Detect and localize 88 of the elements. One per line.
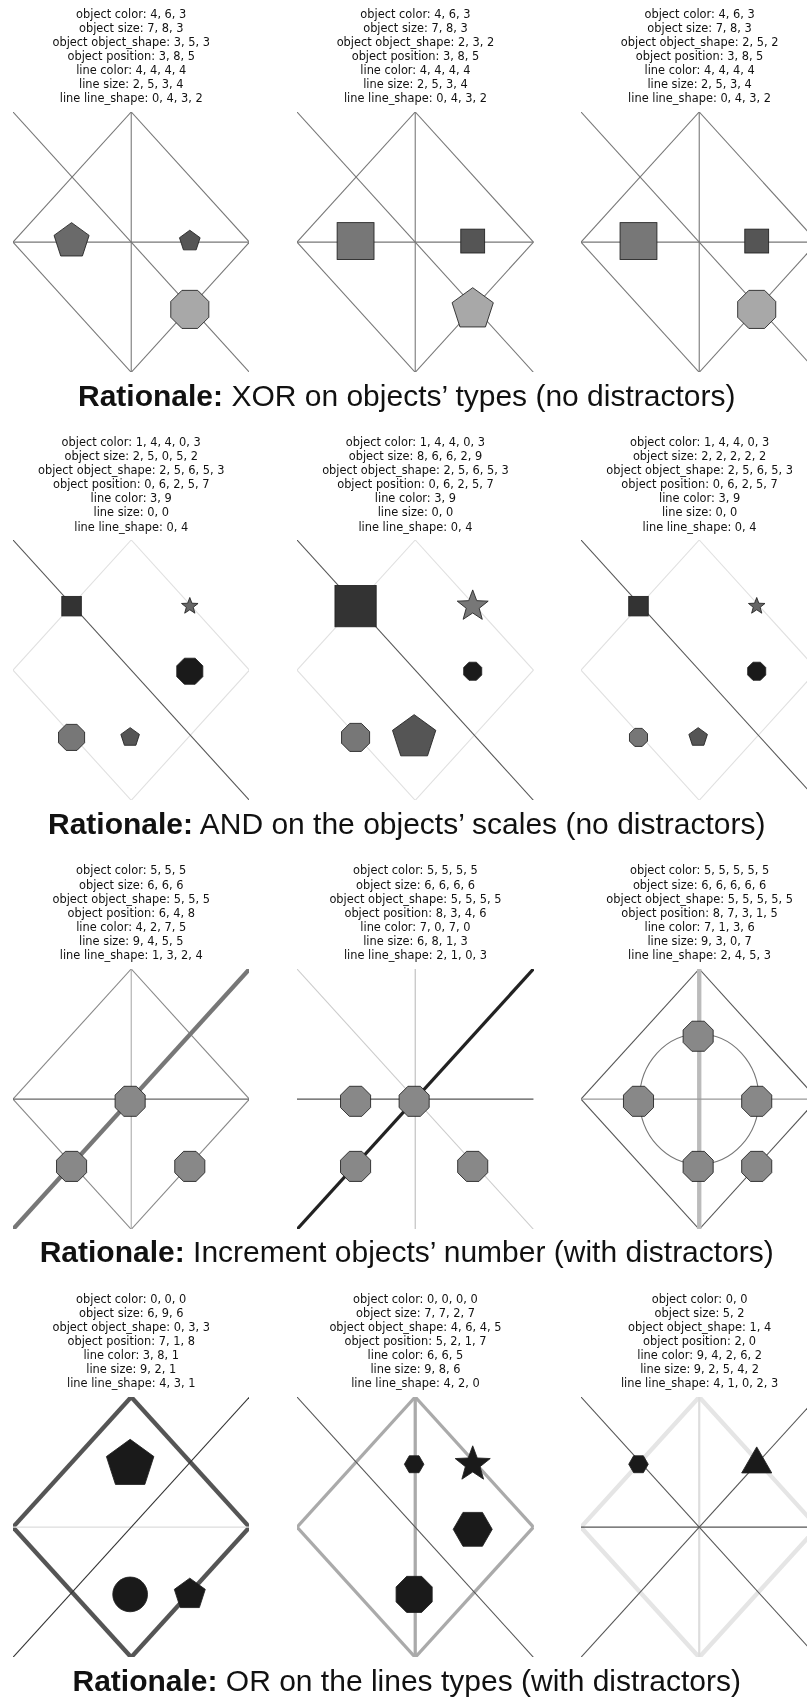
parameter-line: object object_shape: 2, 3, 2: [336, 34, 495, 49]
parameter-line: line line_shape: 1, 3, 2, 4: [59, 948, 203, 962]
parameter-line: object object_shape: 5, 5, 5, 5: [329, 891, 502, 906]
parameter-line: line size: 0, 0: [661, 505, 738, 520]
parameter-line: object color: 0, 0: [651, 1291, 748, 1306]
parameter-line: object color: 5, 5, 5, 5, 5: [630, 863, 770, 878]
parameter-line: object color: 5, 5, 5, 5: [353, 863, 478, 878]
parameter-line: object color: 5, 5, 5: [76, 863, 187, 878]
parameter-line: line line_shape: 0, 4: [642, 519, 757, 534]
parameter-line: object size: 7, 7, 2, 7: [355, 1305, 475, 1320]
parameter-line: line size: 0, 0: [93, 505, 169, 520]
parameter-line: object size: 8, 6, 6, 2, 9: [348, 449, 483, 464]
parameter-line: object position: 3, 8, 5: [67, 48, 195, 63]
parameter-line: line size: 0, 0: [377, 505, 454, 520]
parameter-line: line color: 7, 1, 3, 6: [644, 919, 755, 934]
parameter-line: object color: 0, 0, 0, 0: [353, 1291, 478, 1306]
parameter-line: line size: 9, 2, 5, 4, 2: [640, 1362, 760, 1377]
parameter-line: object object_shape: 2, 5, 2: [620, 34, 779, 49]
parameter-line: line size: 2, 5, 3, 4: [79, 77, 184, 91]
parameter-line: object object_shape: 0, 3, 3: [52, 1320, 210, 1335]
parameter-line: line size: 6, 8, 1, 3: [363, 933, 468, 948]
parameter-line: object position: 2, 0: [643, 1334, 757, 1349]
parameter-line: line color: 3, 9: [659, 491, 741, 506]
parameter-line: line line_shape: 0, 4: [358, 519, 473, 534]
parameter-line: line color: 6, 6, 5: [367, 1348, 464, 1363]
parameter-line: line line_shape: 0, 4, 3, 2: [628, 91, 772, 106]
parameter-line: line size: 9, 4, 5, 5: [79, 933, 184, 948]
parameter-line: object position: 0, 6, 2, 5, 7: [53, 477, 210, 492]
parameter-line: object size: 6, 6, 6: [79, 877, 184, 892]
parameter-line: object position: 3, 8, 5: [351, 48, 480, 63]
parameter-line: line size: 2, 5, 3, 4: [363, 77, 468, 91]
parameter-line: object position: 8, 3, 4, 6: [344, 905, 487, 920]
parameter-line: line color: 4, 4, 4, 4: [76, 62, 187, 77]
parameter-line: object object_shape: 1, 4: [628, 1320, 772, 1335]
parameter-line: object object_shape: 2, 5, 6, 5, 3: [322, 463, 509, 478]
parameter-line: object color: 1, 4, 4, 0, 3: [61, 434, 201, 449]
parameter-line: line color: 3, 8, 1: [83, 1348, 180, 1363]
parameter-line: object size: 5, 2: [654, 1305, 745, 1320]
parameter-line: object position: 7, 1, 8: [67, 1334, 195, 1349]
parameter-line: object position: 6, 4, 8: [67, 905, 195, 920]
parameter-line: object color: 4, 6, 3: [76, 6, 187, 21]
parameter-line: object size: 6, 9, 6: [79, 1305, 184, 1320]
parameter-line: object color: 1, 4, 4, 0, 3: [630, 434, 770, 449]
rationale-caption: Rationale: XOR on objects’ types (no distractors): [78, 378, 736, 413]
parameter-line: object size: 7, 8, 3: [363, 20, 468, 35]
rationale-caption: Rationale: AND on the objects’ scales (no distractors): [48, 807, 766, 841]
parameter-line: line color: 4, 2, 7, 5: [76, 919, 187, 934]
parameter-line: line size: 9, 2, 1: [86, 1362, 177, 1377]
parameter-line: object position: 0, 6, 2, 5, 7: [621, 477, 778, 492]
parameter-line: object position: 5, 2, 1, 7: [344, 1334, 487, 1349]
rationale-caption: Rationale: OR on the lines types (with distractors): [72, 1663, 742, 1698]
parameter-line: object color: 4, 6, 3: [644, 6, 755, 21]
parameter-line: object position: 3, 8, 5: [635, 48, 764, 63]
parameter-line: object size: 7, 8, 3: [79, 20, 184, 35]
parameter-line: line color: 9, 4, 2, 6, 2: [637, 1348, 762, 1363]
rationale-caption: Rationale: Increment objects’ number (with distractors): [39, 1235, 774, 1270]
parameter-line: line color: 4, 4, 4, 4: [360, 62, 471, 77]
parameter-line: object size: 7, 8, 3: [647, 20, 752, 35]
parameter-line: line line_shape: 0, 4, 3, 2: [59, 91, 203, 106]
parameter-line: object color: 1, 4, 4, 0, 3: [345, 434, 486, 449]
parameter-line: line line_shape: 4, 1, 0, 2, 3: [620, 1376, 779, 1391]
parameter-line: line line_shape: 0, 4, 3, 2: [343, 91, 487, 106]
parameter-line: object size: 6, 6, 6, 6, 6: [632, 877, 767, 892]
parameter-line: line size: 9, 3, 0, 7: [647, 933, 752, 948]
parameter-line: object position: 8, 7, 3, 1, 5: [621, 905, 778, 920]
parameter-line: line color: 7, 0, 7, 0: [360, 919, 471, 934]
parameter-line: object color: 0, 0, 0: [76, 1291, 187, 1306]
parameter-line: object size: 6, 6, 6, 6: [355, 877, 475, 892]
parameter-line: line color: 3, 9: [90, 491, 172, 506]
parameter-line: object object_shape: 5, 5, 5, 5, 5: [606, 891, 793, 906]
parameter-line: line line_shape: 2, 4, 5, 3: [628, 948, 772, 962]
parameter-line: line size: 2, 5, 3, 4: [647, 77, 752, 91]
parameter-line: object position: 0, 6, 2, 5, 7: [337, 477, 494, 492]
parameter-line: object object_shape: 4, 6, 4, 5: [329, 1320, 502, 1335]
parameter-line: object object_shape: 2, 5, 6, 5, 3: [606, 463, 793, 478]
parameter-line: line size: 9, 8, 6: [370, 1362, 461, 1377]
parameter-line: object size: 2, 2, 2, 2, 2: [632, 449, 767, 464]
parameter-line: object color: 4, 6, 3: [360, 6, 471, 21]
parameter-line: object object_shape: 5, 5, 5: [52, 891, 210, 906]
parameter-line: object object_shape: 2, 5, 6, 5, 3: [37, 463, 225, 478]
parameter-line: object size: 2, 5, 0, 5, 2: [64, 449, 198, 464]
parameter-line: line color: 3, 9: [374, 491, 457, 506]
parameter-line: object object_shape: 3, 5, 3: [52, 34, 210, 49]
parameter-line: line line_shape: 4, 3, 1: [67, 1376, 196, 1391]
parameter-line: line line_shape: 2, 1, 0, 3: [343, 948, 487, 962]
parameter-line: line line_shape: 0, 4: [74, 519, 189, 534]
parameter-line: line line_shape: 4, 2, 0: [351, 1376, 480, 1391]
parameter-line: line color: 4, 4, 4, 4: [644, 62, 755, 77]
